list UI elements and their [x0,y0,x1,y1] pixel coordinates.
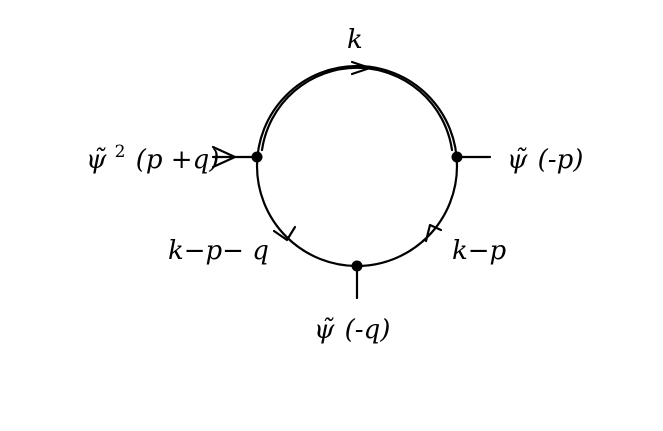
top-double-propagator [260,66,454,152]
bottom-field-symbol: ψ̃ [314,315,335,345]
left-field-arg: (p +q) [136,145,220,175]
top-arrow-icon [350,60,372,76]
bottom-field-arg: (-q) [345,315,391,345]
lower-left-arrow-icon [272,225,297,242]
lower-right-momentum-label: k−p [452,236,507,266]
right-field-label: ψ̃ (-p) [507,145,583,175]
right-vertex [451,151,463,163]
lower-right-arrow-icon [424,223,443,243]
left-field-label: ψ̃ 2 (p +q) [86,134,219,175]
left-field-power: 2 [115,142,126,162]
bottom-vertex [351,260,363,272]
bottom-field-label: ψ̃ (-q) [314,315,390,345]
right-field-arg: (-p) [538,145,584,175]
right-field-symbol: ψ̃ [507,145,528,175]
left-leg-arrow-icon [211,145,237,169]
left-field-symbol: ψ̃ [86,145,107,175]
lower-left-momentum-label: k−p− q [168,236,269,266]
left-vertex [251,151,263,163]
top-momentum-label: k [347,25,363,55]
